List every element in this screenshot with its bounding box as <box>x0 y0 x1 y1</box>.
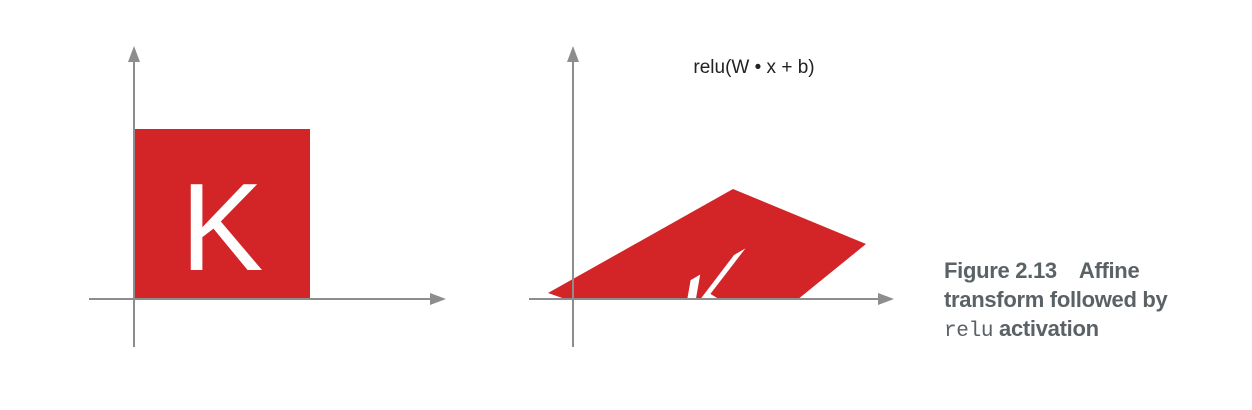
right-x-axis-arrowhead <box>878 293 894 305</box>
caption-code-relu: relu <box>944 320 994 343</box>
caption-title-end: activation <box>999 316 1099 341</box>
right-y-axis-arrowhead <box>567 46 579 62</box>
figure-number: Figure 2.13 <box>944 258 1057 283</box>
left-k-letter: K <box>181 159 264 297</box>
relu-formula-label: relu(W • x + b) <box>693 57 814 78</box>
caption-line-2: transform followed by <box>944 287 1168 312</box>
transformed-red-shape <box>548 189 866 300</box>
original-red-square <box>135 129 310 300</box>
right-panel: relu(W • x + b) K <box>529 46 894 347</box>
left-x-axis-arrowhead <box>430 293 446 305</box>
left-y-axis-arrowhead <box>128 46 140 62</box>
caption-line-3: relu activation <box>944 314 1244 346</box>
caption-title-start: Affine <box>1078 258 1140 283</box>
caption-line-1: Figure 2.13 Affine <box>944 256 1244 285</box>
left-panel: K <box>89 46 446 347</box>
